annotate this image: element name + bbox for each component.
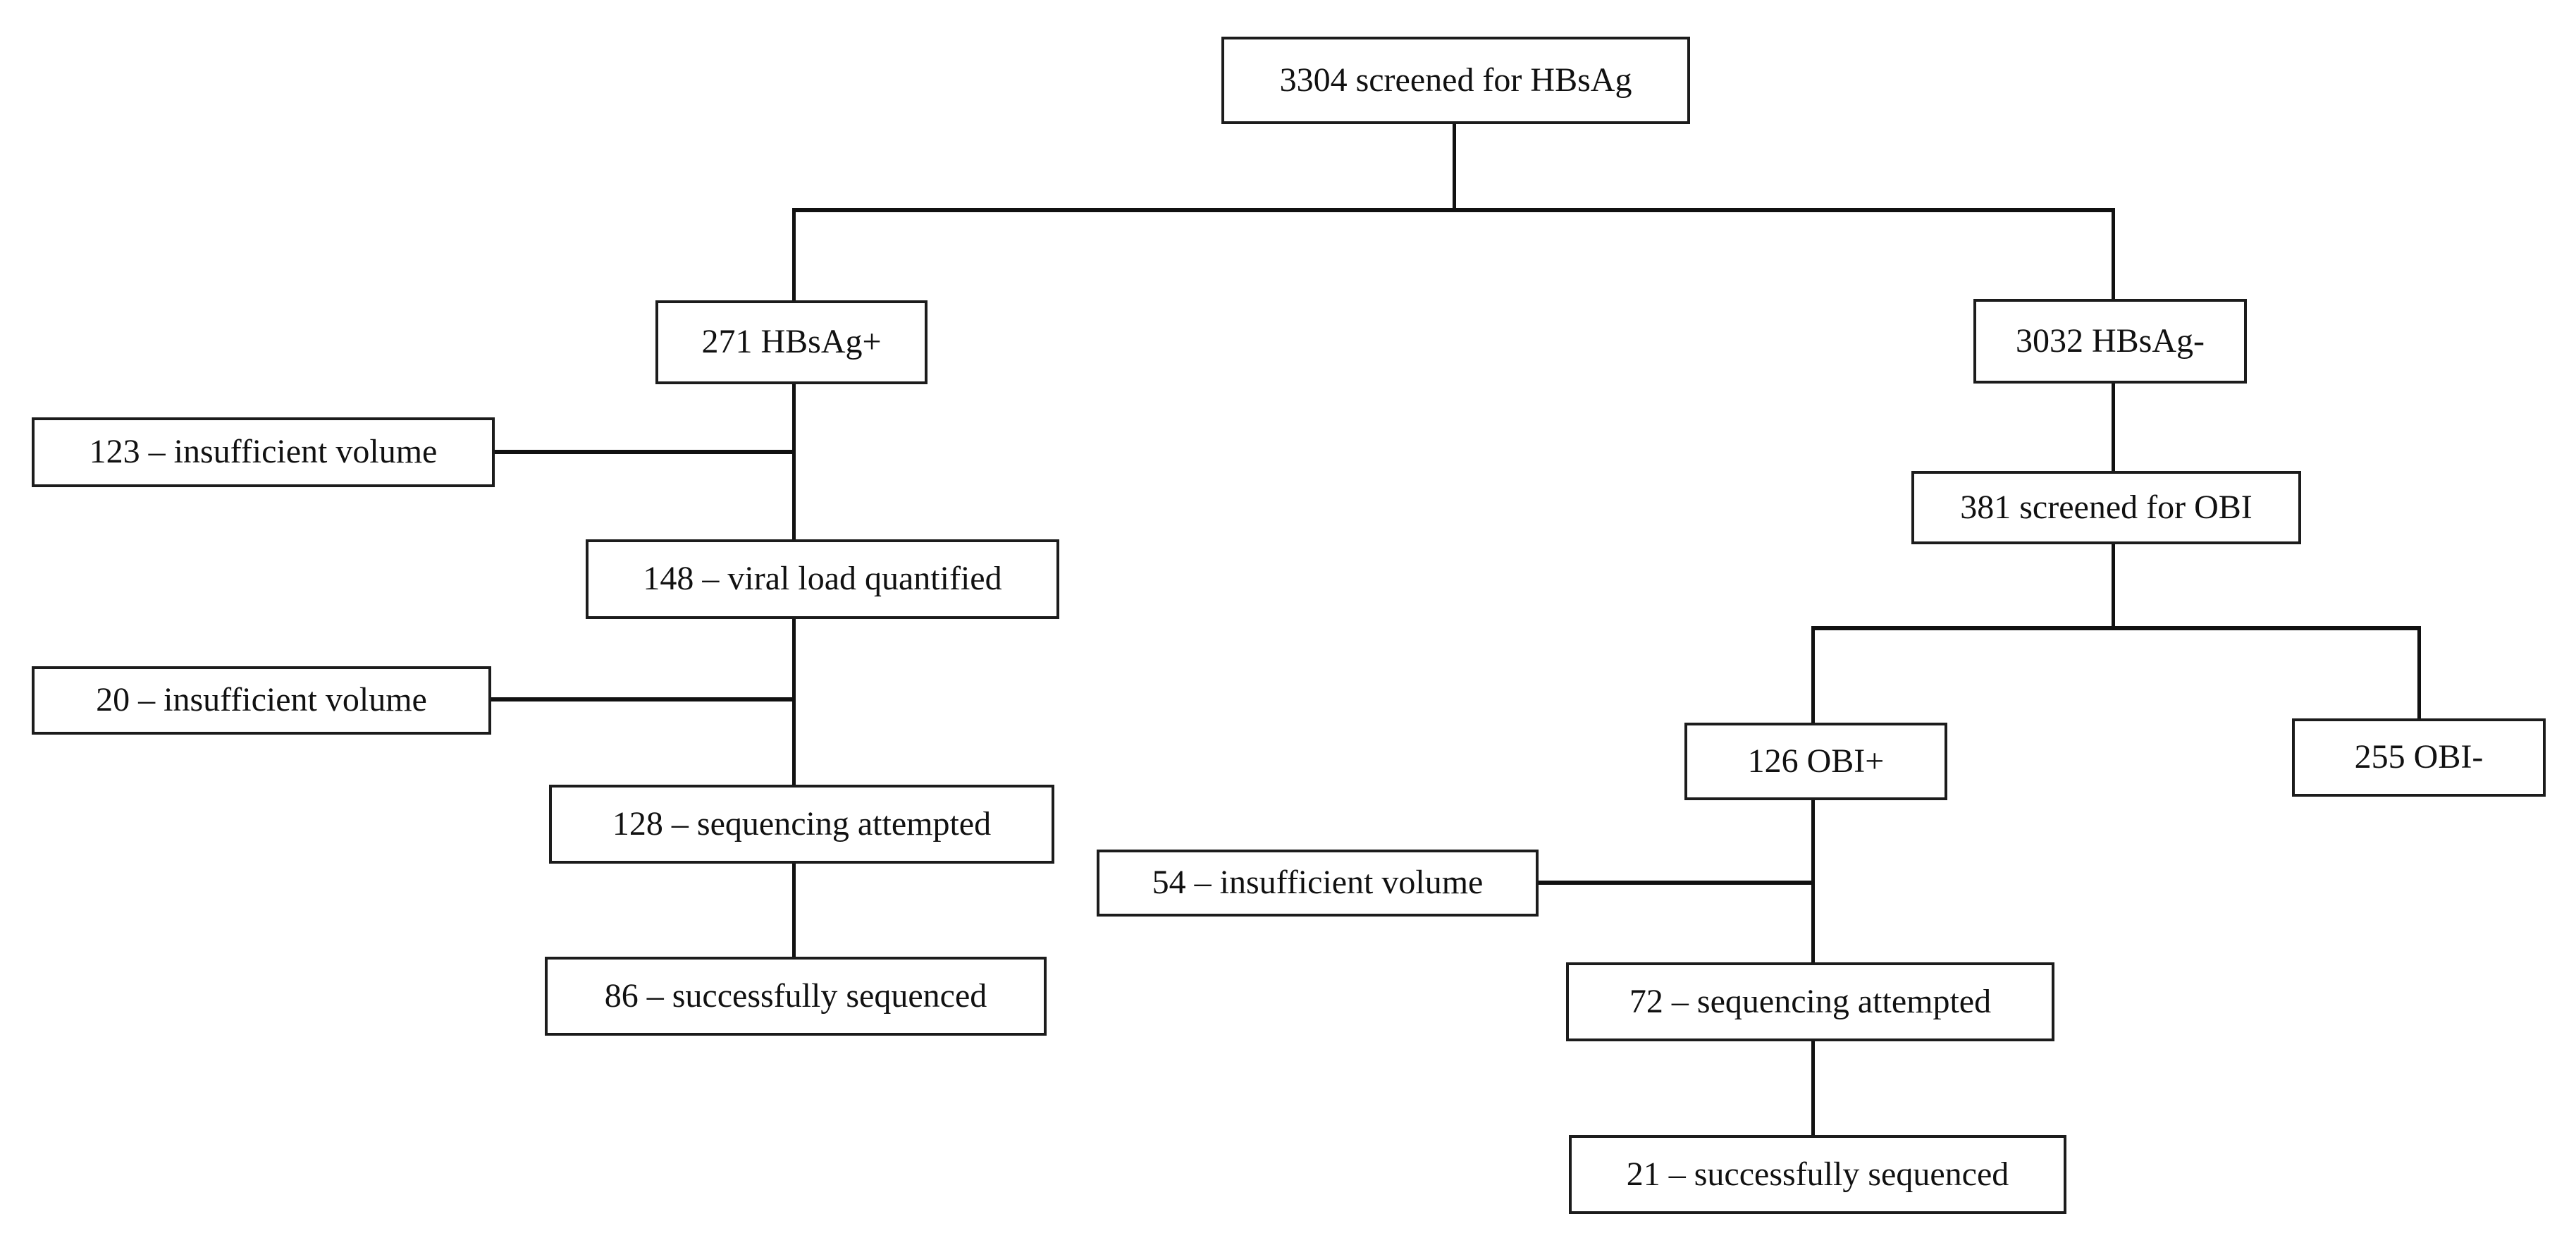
connector-obi-split-vertical xyxy=(2112,543,2115,630)
node-obi-positive-label: 126 OBI+ xyxy=(1747,742,1885,780)
node-insufficient-volume-20: 20 – insufficient volume xyxy=(32,666,491,735)
node-successfully-sequenced-86-label: 86 – successfully sequenced xyxy=(604,976,987,1015)
node-insufficient-volume-54: 54 – insufficient volume xyxy=(1097,850,1539,917)
node-screened-obi-label: 381 screened for OBI xyxy=(1960,488,2253,526)
connector-main-split-horizontal xyxy=(792,208,2115,212)
connector-insuff54-horizontal xyxy=(1536,881,1815,885)
connector-obi-split-horizontal xyxy=(1811,626,2421,630)
node-successfully-sequenced-21: 21 – successfully sequenced xyxy=(1569,1135,2066,1214)
connector-right-split-vertical xyxy=(2112,208,2115,300)
node-successfully-sequenced-21-label: 21 – successfully sequenced xyxy=(1626,1155,2009,1193)
node-hbsag-positive-label: 271 HBsAg+ xyxy=(701,323,882,361)
node-obi-negative-label: 255 OBI- xyxy=(2354,738,2484,776)
connector-obipos-vertical xyxy=(1811,626,1815,724)
connector-hbsagpos-viral-vertical xyxy=(792,383,796,541)
node-hbsag-negative: 3032 HBsAg- xyxy=(1973,299,2247,384)
connector-seq72-success-vertical xyxy=(1811,1040,1815,1136)
node-screened-obi: 381 screened for OBI xyxy=(1911,471,2301,544)
node-sequencing-attempted-72-label: 72 – sequencing attempted xyxy=(1629,982,1992,1020)
node-viral-load-quantified: 148 – viral load quantified xyxy=(586,539,1059,619)
connector-hbsagneg-obi-vertical xyxy=(2112,382,2115,472)
node-insufficient-volume-20-label: 20 – insufficient volume xyxy=(96,681,427,719)
node-obi-positive: 126 OBI+ xyxy=(1684,723,1947,800)
node-sequencing-attempted-128: 128 – sequencing attempted xyxy=(549,785,1054,864)
node-hbsag-negative-label: 3032 HBsAg- xyxy=(2015,321,2205,360)
connector-top-vertical xyxy=(1453,123,1456,212)
connector-obineg-vertical xyxy=(2417,626,2421,720)
node-sequencing-attempted-72: 72 – sequencing attempted xyxy=(1566,962,2054,1041)
connector-viral-seq-vertical xyxy=(792,618,796,786)
node-insufficient-volume-123-label: 123 – insufficient volume xyxy=(89,433,438,471)
node-sequencing-attempted-128-label: 128 – sequencing attempted xyxy=(612,804,992,842)
connector-insuff20-horizontal xyxy=(490,697,796,701)
node-screened-hbsag: 3304 screened for HBsAg xyxy=(1221,37,1690,124)
node-screened-hbsag-label: 3304 screened for HBsAg xyxy=(1279,61,1632,99)
node-successfully-sequenced-86: 86 – successfully sequenced xyxy=(545,957,1047,1036)
node-hbsag-positive: 271 HBsAg+ xyxy=(655,300,928,384)
connector-left-split-vertical xyxy=(792,208,796,302)
connector-seq-success-vertical xyxy=(792,862,796,958)
node-viral-load-quantified-label: 148 – viral load quantified xyxy=(643,560,1002,598)
connector-insuff123-horizontal xyxy=(493,450,796,454)
node-insufficient-volume-54-label: 54 – insufficient volume xyxy=(1152,864,1484,902)
node-obi-negative: 255 OBI- xyxy=(2292,718,2546,797)
node-insufficient-volume-123: 123 – insufficient volume xyxy=(32,417,495,487)
